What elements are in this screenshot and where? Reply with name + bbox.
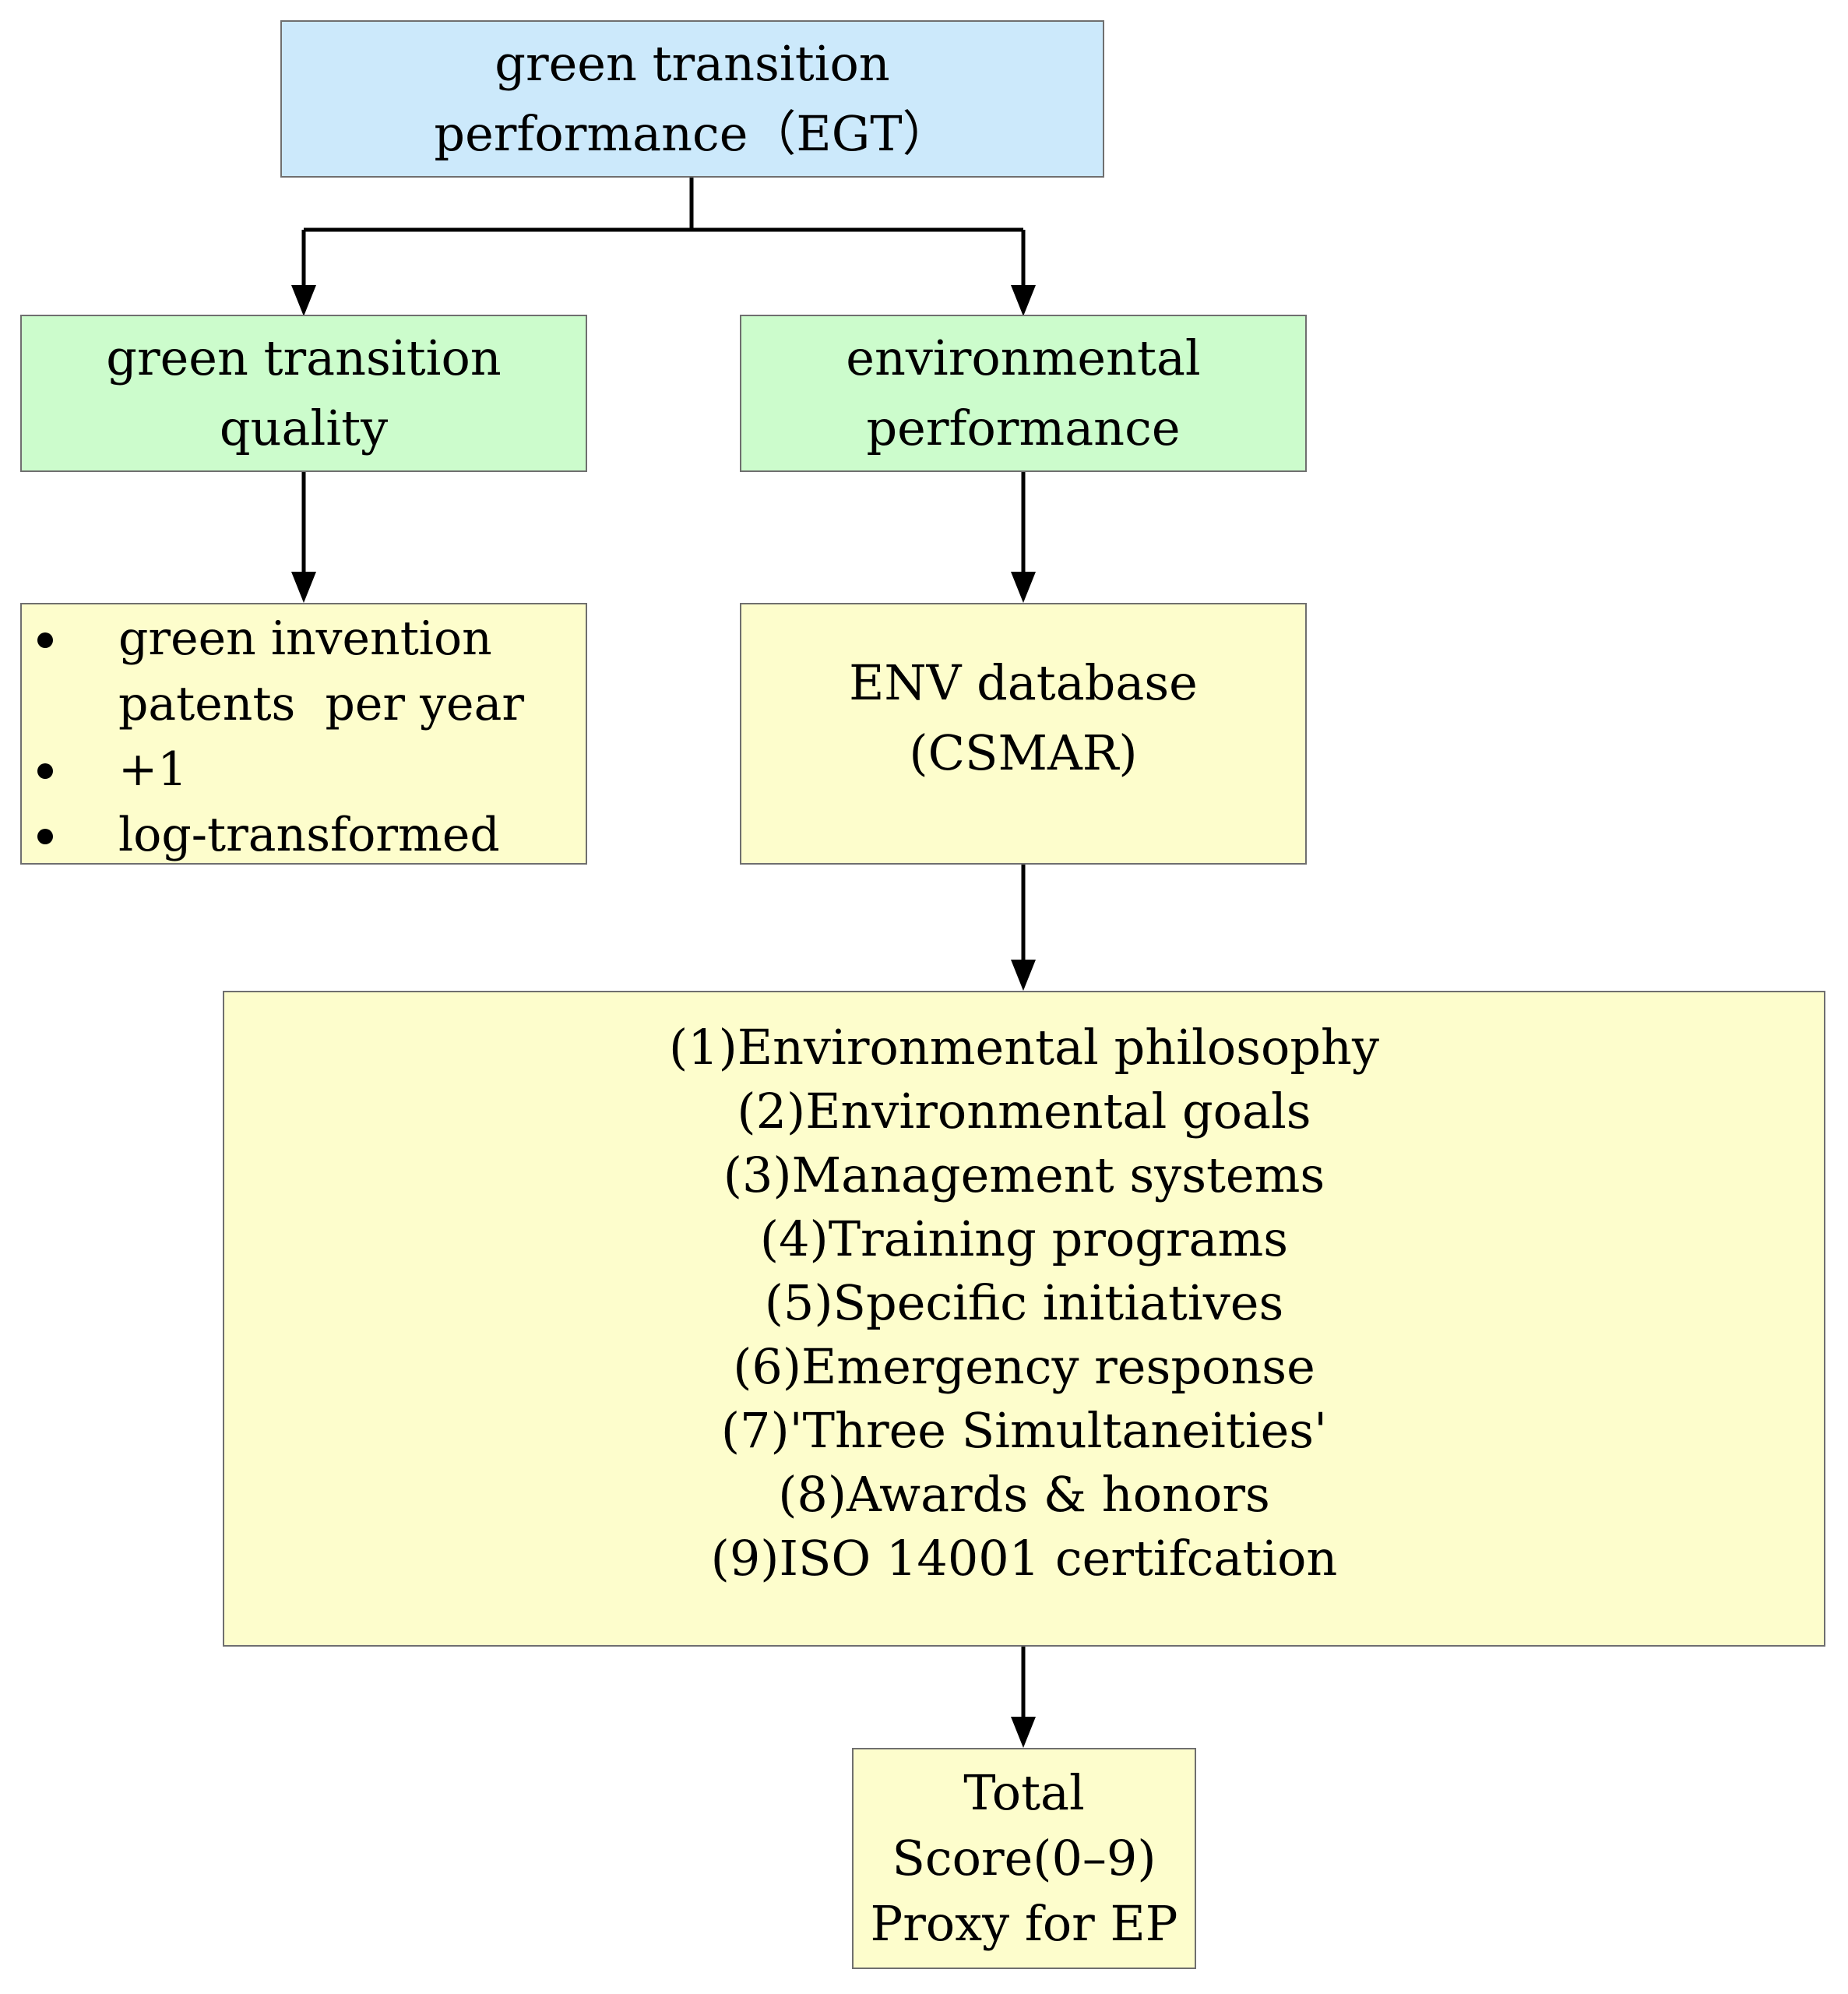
green-transition-quality-node: green transition quality <box>20 315 587 472</box>
indicator-item: (3)Management systems <box>723 1147 1325 1203</box>
environmental-node-line-1: environmental <box>846 329 1201 386</box>
patents-item-text: +1 <box>118 742 188 797</box>
patents-item-text: log-transformed <box>118 808 500 862</box>
egt-node-line-1: green transition <box>495 35 890 92</box>
indicator-item: (8)Awards & honors <box>778 1466 1270 1523</box>
env-db-line-2: (CSMAR) <box>909 724 1138 781</box>
patents-node: green invention patents per year +1 log-… <box>20 603 587 865</box>
total-score-node: Total Score(0–9) Proxy for EP <box>852 1748 1196 1969</box>
bullet-icon <box>22 606 118 671</box>
quality-node-line-1: green transition <box>106 329 502 386</box>
quality-node-line-2: quality <box>219 400 389 456</box>
indicator-item: (9)ISO 14001 certifcation <box>710 1530 1338 1587</box>
arrowhead-quality <box>291 285 316 316</box>
egt-node: green transition performance（EGT） <box>280 20 1104 178</box>
indicator-item: (5)Specific initiatives <box>764 1274 1284 1331</box>
patents-list-item: green invention <box>22 606 586 671</box>
indicator-item: (1)Environmental philosophy <box>669 1019 1379 1076</box>
patents-item-text: patents per year <box>118 677 525 731</box>
total-node-line-1: Total <box>963 1764 1085 1821</box>
arrowhead-environmental <box>1011 285 1036 316</box>
patents-list-item: log-transformed <box>22 802 586 868</box>
arrowhead-patents <box>291 572 316 603</box>
patents-list-item: patents per year <box>22 671 586 737</box>
indicators-node: (1)Environmental philosophy (2)Environme… <box>223 991 1825 1647</box>
indicator-item: (7)'Three Simultaneities' <box>720 1402 1328 1459</box>
arrowhead-env-db <box>1011 572 1036 603</box>
indicator-item: (4)Training programs <box>759 1210 1289 1267</box>
environmental-performance-node: environmental performance <box>740 315 1307 472</box>
total-node-line-2: Score(0–9) <box>892 1830 1156 1887</box>
connector-egt-split <box>304 178 1023 232</box>
arrowhead-total <box>1011 1717 1036 1748</box>
indicator-item: (6)Emergency response <box>733 1338 1315 1395</box>
patents-list-item: +1 <box>22 737 586 802</box>
total-node-line-3: Proxy for EP <box>870 1895 1178 1952</box>
bullet-icon <box>22 802 118 868</box>
patents-item-text: green invention <box>118 611 492 666</box>
bullet-spacer <box>22 671 118 737</box>
arrowhead-indicators <box>1011 960 1036 991</box>
env-db-line-1: ENV database <box>849 654 1198 711</box>
environmental-node-line-2: performance <box>866 400 1181 456</box>
env-database-node: ENV database (CSMAR) <box>740 603 1307 865</box>
bullet-icon <box>22 737 118 802</box>
egt-node-line-2: performance（EGT） <box>434 105 951 162</box>
indicator-item: (2)Environmental goals <box>737 1083 1311 1140</box>
